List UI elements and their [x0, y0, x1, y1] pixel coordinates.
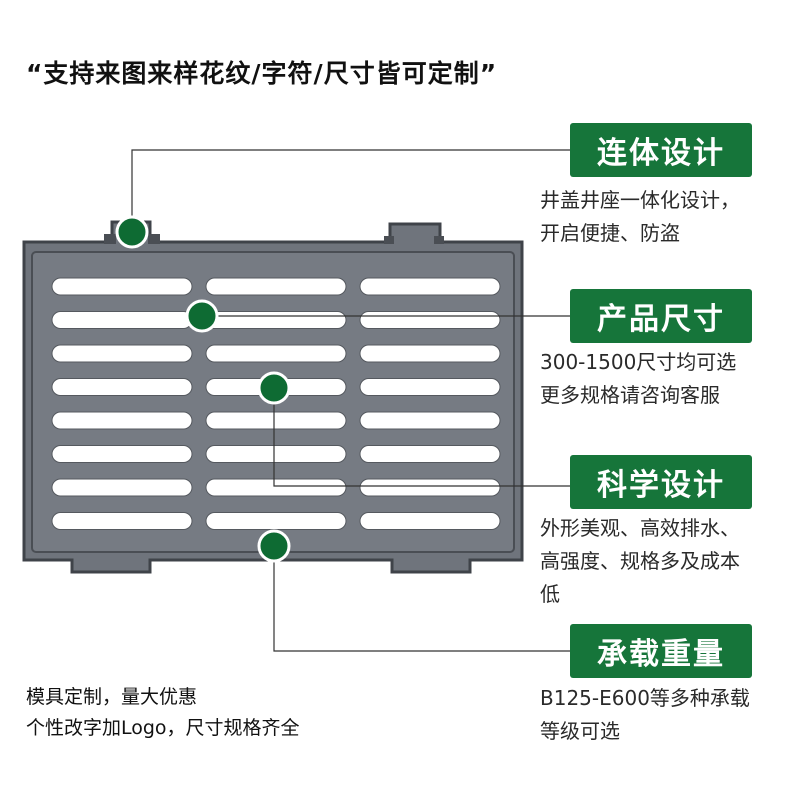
grate-slot	[359, 378, 501, 396]
leader-line-1	[131, 149, 570, 232]
grate-slot	[359, 344, 501, 363]
grate-slot	[205, 411, 347, 430]
grate-slot	[51, 311, 193, 329]
feature-desc-line: 等级可选	[540, 719, 620, 743]
feature-desc-line: 井盖井座一体化设计，	[540, 188, 740, 212]
customization-note-line: 个性改字加Logo，尺寸规格齐全	[26, 717, 300, 739]
grate-slot	[205, 277, 347, 296]
grate-slot	[205, 512, 347, 530]
marker-dot-3	[257, 371, 291, 405]
grate-slot	[51, 378, 193, 396]
feature-badge-load: 承载重量	[570, 624, 752, 678]
leader-line-4	[273, 546, 570, 652]
hinge-right-pin	[434, 236, 444, 244]
feature-desc-line: 开启便捷、防盗	[540, 221, 680, 245]
grate-slot	[51, 411, 193, 430]
grate-slot	[51, 344, 193, 363]
grate-slot	[51, 512, 193, 530]
feature-desc-line: 高强度、规格多及成本	[540, 549, 740, 573]
grate-slot	[205, 445, 347, 463]
grate-slot	[205, 478, 347, 497]
feature-desc-line: 300-1500尺寸均可选	[540, 350, 737, 374]
feature-desc-unibody: 井盖井座一体化设计， 开启便捷、防盗	[540, 184, 790, 250]
feature-badge-size: 产品尺寸	[570, 289, 752, 343]
marker-dot-4	[257, 529, 291, 563]
leader-line-3	[273, 388, 570, 487]
grate-slot	[359, 512, 501, 530]
customization-note: 模具定制，量大优惠 个性改字加Logo，尺寸规格齐全	[26, 682, 300, 744]
grate-slot	[51, 277, 193, 296]
feature-desc-line: 外形美观、高效排水、	[540, 516, 740, 540]
customization-note-line: 模具定制，量大优惠	[26, 686, 198, 708]
feature-desc-line: 更多规格请咨询客服	[540, 383, 720, 407]
feature-desc-load: B125-E600等多种承载 等级可选	[540, 682, 790, 748]
grate-slot	[359, 445, 501, 463]
marker-dot-2	[185, 299, 219, 333]
grate-slot	[51, 478, 193, 497]
grate-slot	[359, 478, 501, 497]
grate-slot	[205, 311, 347, 329]
headline: “支持来图来样花纹/字符/尺寸皆可定制”	[26, 59, 498, 88]
leader-lines	[131, 149, 570, 652]
marker-dot-1	[115, 215, 149, 249]
hinge-left-pin	[148, 234, 160, 244]
feature-desc-design: 外形美观、高效排水、 高强度、规格多及成本 低	[540, 512, 790, 611]
hinge-left	[104, 234, 116, 244]
grate-slot	[359, 311, 501, 329]
feature-desc-line: 低	[540, 582, 560, 606]
grate-slot	[51, 445, 193, 463]
feature-badge-unibody: 连体设计	[570, 123, 752, 177]
feature-desc-size: 300-1500尺寸均可选 更多规格请咨询客服	[540, 346, 790, 412]
markers	[115, 215, 291, 563]
hinge-right	[384, 236, 394, 244]
feature-desc-line: B125-E600等多种承载	[540, 686, 750, 710]
feature-badge-design: 科学设计	[570, 455, 752, 509]
grate-slot	[205, 344, 347, 363]
grate-slot	[359, 411, 501, 430]
grate-slot	[359, 277, 501, 296]
